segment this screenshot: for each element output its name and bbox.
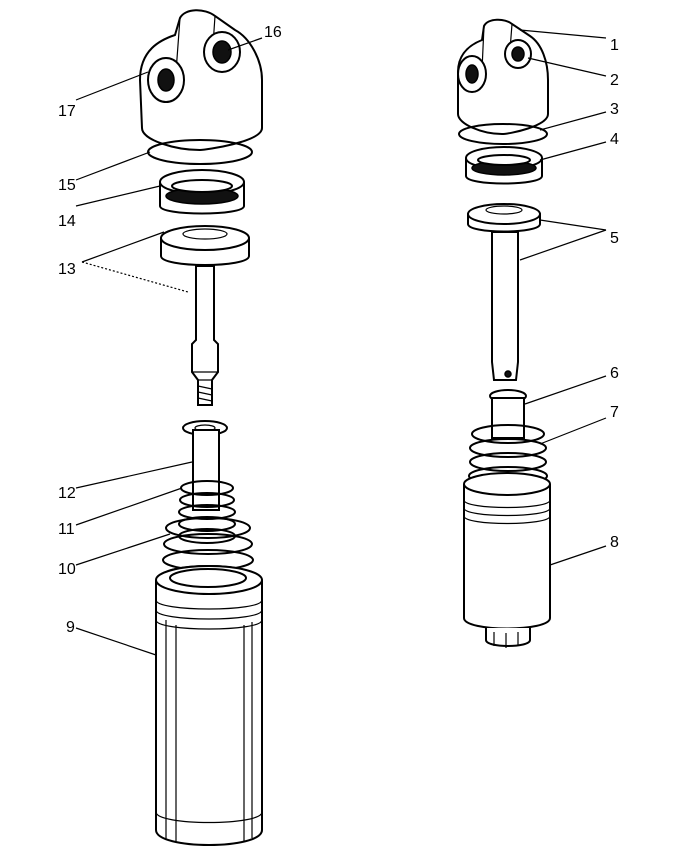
leader-12 <box>75 461 193 489</box>
leader-13a <box>81 231 165 263</box>
left-cylinder-body <box>155 565 263 846</box>
part-label-17: 17 <box>58 103 76 120</box>
leader-3 <box>539 111 607 131</box>
part-label-8: 8 <box>610 534 619 551</box>
right-piston-rod <box>491 231 519 381</box>
leader-7 <box>539 417 607 445</box>
part-label-13: 13 <box>58 261 76 278</box>
part-label-12: 12 <box>58 485 76 502</box>
right-cylinder-body <box>463 472 551 648</box>
leader-2 <box>527 57 607 77</box>
left-piston-rod <box>191 265 219 406</box>
leader-14 <box>75 185 161 207</box>
leader-6 <box>524 375 607 405</box>
leader-17 <box>75 71 149 101</box>
leader-11 <box>75 487 183 526</box>
leader-15 <box>75 151 151 181</box>
left-small-spring <box>178 480 236 544</box>
part-label-1: 1 <box>610 37 619 54</box>
leader-5a <box>539 219 607 231</box>
part-label-2: 2 <box>610 72 619 89</box>
leader-8 <box>549 545 607 566</box>
right-eye-head <box>457 18 549 136</box>
part-label-10: 10 <box>58 561 76 578</box>
part-label-6: 6 <box>610 365 619 382</box>
leader-4 <box>539 141 607 161</box>
part-label-7: 7 <box>610 404 619 421</box>
leader-lines <box>75 29 607 656</box>
left-assembly <box>138 9 263 846</box>
left-o-ring <box>147 139 253 165</box>
part-label-16: 16 <box>264 24 282 41</box>
right-bearing <box>465 146 543 185</box>
leader-1 <box>519 29 607 39</box>
part-label-5: 5 <box>610 230 619 247</box>
leader-16 <box>227 37 263 51</box>
right-valve-ring <box>489 389 527 439</box>
part-label-4: 4 <box>610 131 619 148</box>
part-label-3: 3 <box>610 101 619 118</box>
part-label-15: 15 <box>58 177 76 194</box>
left-inner-tube <box>192 429 220 511</box>
part-label-11: 11 <box>58 521 75 538</box>
part-label-9: 9 <box>66 619 75 636</box>
part-label-14: 14 <box>58 213 76 230</box>
right-bushing <box>467 203 541 233</box>
left-bushing <box>160 225 250 266</box>
leader-5b <box>519 229 607 261</box>
leader-9 <box>75 627 157 656</box>
left-bearing <box>159 169 245 215</box>
leader-13b <box>81 261 189 293</box>
leader-10 <box>75 533 171 566</box>
right-o-ring <box>458 123 548 145</box>
right-assembly <box>457 18 551 648</box>
left-eye-head <box>138 9 263 152</box>
